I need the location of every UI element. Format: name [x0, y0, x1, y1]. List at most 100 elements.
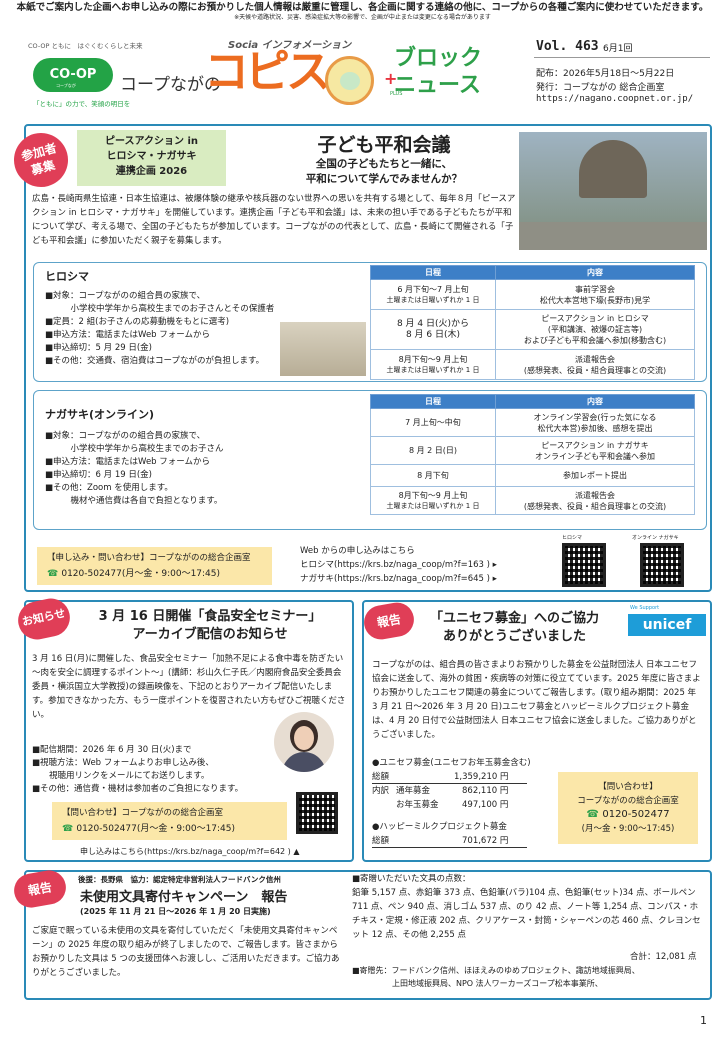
ground-shape — [519, 222, 707, 250]
peace-phone-number[interactable]: 0120-502477(月～金・9:00～17:45) — [61, 569, 221, 579]
nagasaki-item: ■申込締切：6 月 19 日(金) — [45, 470, 152, 480]
seminar-contact-box: 【問い合わせ】コープながのの総合企画室 ☎ 0120-502477(月～金・9:… — [52, 802, 287, 840]
mascot-icon — [325, 56, 374, 105]
content-line: および子ども平和会議へ参加(移動含む) — [523, 336, 667, 345]
unicef-title-line2: ありがとうございました — [442, 629, 586, 644]
seminar-phone-number[interactable]: 0120-502477(月～金・9:00～17:45) — [76, 824, 236, 834]
peace-group-photo — [519, 132, 707, 250]
hiroshima-item: ■申込方法：電話またはWeb フォームから — [45, 330, 211, 340]
col-content: 内容 — [495, 394, 695, 409]
seminar-item: ■視聴方法：Web フォームよりお申し込み後、 — [32, 758, 214, 768]
masthead: CO-OP ともに はぐくむくらしと未来 CO-OP コープなが コープながの … — [28, 27, 712, 113]
stationery-total: 合計：12,081 点 — [630, 952, 697, 962]
peace-section — [24, 124, 712, 592]
date-note: 土曜または日曜いずれか 1 日 — [386, 501, 480, 510]
unicef-logo: unicef — [628, 614, 706, 636]
stationery-body: ご家庭で眠っている未使用の文具を寄付していただく「未使用文具寄付キャンペーン」の… — [32, 926, 340, 978]
unicef-body: コープながのは、組合員の皆さまよりお預かりした募金を公益財団法人 日本ユニセフ協… — [372, 660, 701, 740]
fund1-normal-value: 862,110 円 — [462, 786, 509, 796]
issue-number: 6月1回 — [603, 44, 633, 54]
distribution-date: 配布：2026年5月18日～5月22日 — [536, 69, 675, 79]
fund2-total-label: 総額 — [372, 836, 390, 846]
plus-label: PLUS — [390, 91, 403, 97]
peace-subtitle-line2: 平和について学んでみませんか？ — [305, 173, 463, 185]
plus-icon: + — [384, 69, 398, 88]
seminar-body: 3 月 16 日(月)に開催した、食品安全セミナー「加熱不足による食中毒を防ぎた… — [32, 654, 346, 720]
newsletter-title: コピス — [204, 45, 331, 98]
unicef-contact-phone: ☎ 0120-502477 — [558, 808, 698, 822]
date-note: 8 月 6 日(木) — [405, 329, 461, 340]
schedule-content: ピースアクション in ヒロシマ(平和講演、被爆の証言等)および子ども平和会議へ… — [495, 309, 695, 350]
coop-slogan: 「ともに」の力で、笑顔の明日を — [33, 100, 131, 108]
seminar-qr-code[interactable] — [296, 792, 338, 834]
seminar-contact-phone: ☎ 0120-502477(月～金・9:00～17:45) — [62, 821, 277, 834]
seminar-item: 視聴用リンクをメールにてお送りします。 — [32, 771, 210, 781]
socia-label: Socia インフォメーション — [228, 40, 352, 51]
lecturer-photo — [274, 712, 334, 772]
nagasaki-item: 小学校中学年から高校生までのお子さん — [45, 444, 224, 454]
seminar-contact-title: 【問い合わせ】コープながのの総合企画室 — [62, 808, 223, 818]
fund1-title: ●ユニセフ募金(ユニセフお年玉募金含む) — [372, 758, 531, 768]
nagasaki-panel — [33, 390, 707, 530]
content-line: ピースアクション in ナガサキ — [541, 440, 649, 450]
schedule-date: 7 月上旬～中旬 — [370, 408, 496, 437]
stationery-title: 未使用文具寄付キャンペーン 報告 — [80, 890, 288, 905]
seminar-apply-link[interactable]: 申し込みはこちら(https://krs.bz/naga_coop/m?f=64… — [80, 847, 300, 856]
block-label: ブロック — [394, 46, 483, 71]
content-line: 派遣報告会 — [575, 354, 615, 364]
seminar-item: ■配信期間：2026 年 6 月 30 日(火)まで — [32, 745, 192, 755]
peace-box-line2: ヒロシマ・ナガサキ — [106, 151, 197, 162]
page-number: 1 — [700, 1014, 707, 1027]
content-line: ピースアクション in ヒロシマ — [541, 314, 649, 323]
schedule-date: 8 月 2 日(日) — [370, 436, 496, 465]
website-url[interactable]: https://nagano.coopnet.or.jp/ — [536, 94, 694, 104]
lecturer-body-shape — [282, 752, 326, 772]
date-text: 8月下旬～9 月上旬 — [398, 354, 468, 364]
fund1-breakdown-label: 内訳 — [372, 786, 390, 796]
seminar-title-line1: 3 月 16 日開催「食品安全セミナー」 — [98, 609, 322, 624]
peace-contact-box: 【申し込み・問い合わせ】コープながのの総合企画室 ☎ 0120-502477(月… — [37, 547, 272, 585]
lecturer-face-shape — [294, 726, 314, 750]
content-line: (感想発表、役員・組合員理事との交流) — [523, 365, 667, 375]
nagasaki-item: ■その他：Zoom を使用します。 — [45, 483, 173, 493]
unicef-contact-title: 【問い合わせ】 — [598, 782, 658, 792]
stationery-section — [24, 870, 712, 1000]
dome-shape — [579, 140, 647, 198]
web-label: Web からの申し込みはこちら — [300, 546, 415, 556]
peace-contact-title: 【申し込み・問い合わせ】コープながのの総合企画室 — [47, 553, 251, 563]
content-line: オンライン子ども平和会議へ参加 — [535, 451, 655, 461]
freedial-icon: ☎ — [586, 809, 603, 820]
seminar-section — [24, 600, 354, 862]
schedule-content: 派遣報告会(感想発表、役員・組合員理事との交流) — [495, 486, 695, 515]
seminar-title-line2: アーカイブ配信のお知らせ — [132, 627, 288, 642]
fund1-newyear-value: 497,100 円 — [462, 800, 509, 810]
content-line: 松代大本営)参加後、感想を提出 — [537, 423, 653, 433]
stationery-count-body: 鉛筆 5,157 点、赤鉛筆 373 点、色鉛筆(バラ)104 点、色鉛筆(セッ… — [352, 888, 701, 940]
freedial-icon: ☎ — [62, 824, 77, 834]
schedule-date: 6 月下旬～7 月上旬土曜または日曜いずれか 1 日 — [370, 279, 496, 310]
hiroshima-item: ■申込締切：5 月 29 日(金) — [45, 343, 152, 353]
header-divider — [534, 57, 710, 58]
unicef-contact-box: 【問い合わせ】 コープながのの総合企画室 ☎ 0120-502477 (月～金・… — [558, 772, 698, 844]
date-text: 8月下旬～9 月上旬 — [398, 490, 468, 500]
hiroshima-link[interactable]: ヒロシマ(https://krs.bz/naga_coop/m?f=163 ) … — [300, 560, 497, 570]
content-line: オンライン学習会(行った気になる — [533, 412, 657, 422]
nagasaki-item: ■申込方法：電話またはWeb フォームから — [45, 457, 211, 467]
content-line: 松代大本営地下壕(長野市)見学 — [539, 295, 651, 305]
peace-box-line3: 連携企画 2026 — [115, 166, 188, 177]
hiroshima-qr-code[interactable] — [562, 543, 606, 587]
news-label: ニュース — [394, 73, 481, 98]
col-content: 内容 — [495, 265, 695, 280]
hiroshima-details: ■対象：コープながのの組合員の家族で、 小学校中学年から高校生までのお子さんとそ… — [45, 290, 305, 368]
unicef-phone-number[interactable]: 0120-502477 — [602, 809, 670, 820]
nagasaki-qr-code[interactable] — [640, 543, 684, 587]
destination-title: ■寄贈先：フードバンク信州、ほほえみのゆめプロジェクト、諏訪地域振興局、 — [352, 966, 640, 975]
unicef-section — [362, 600, 712, 862]
coop-name: コープながの — [120, 75, 221, 95]
fund1-normal-label: 通年募金 — [396, 786, 431, 796]
schedule-content: 派遣報告会(感想発表、役員・組合員理事との交流) — [495, 349, 695, 380]
nagasaki-link[interactable]: ナガサキ(https://krs.bz/naga_coop/m?f=645 ) … — [300, 574, 497, 584]
fund1-normal-row: 内訳通年募金 862,110 円 — [372, 784, 572, 798]
stationery-sponsor: 後援：長野県 協力：認定特定非営利法人フードバンク信州 — [78, 875, 281, 884]
